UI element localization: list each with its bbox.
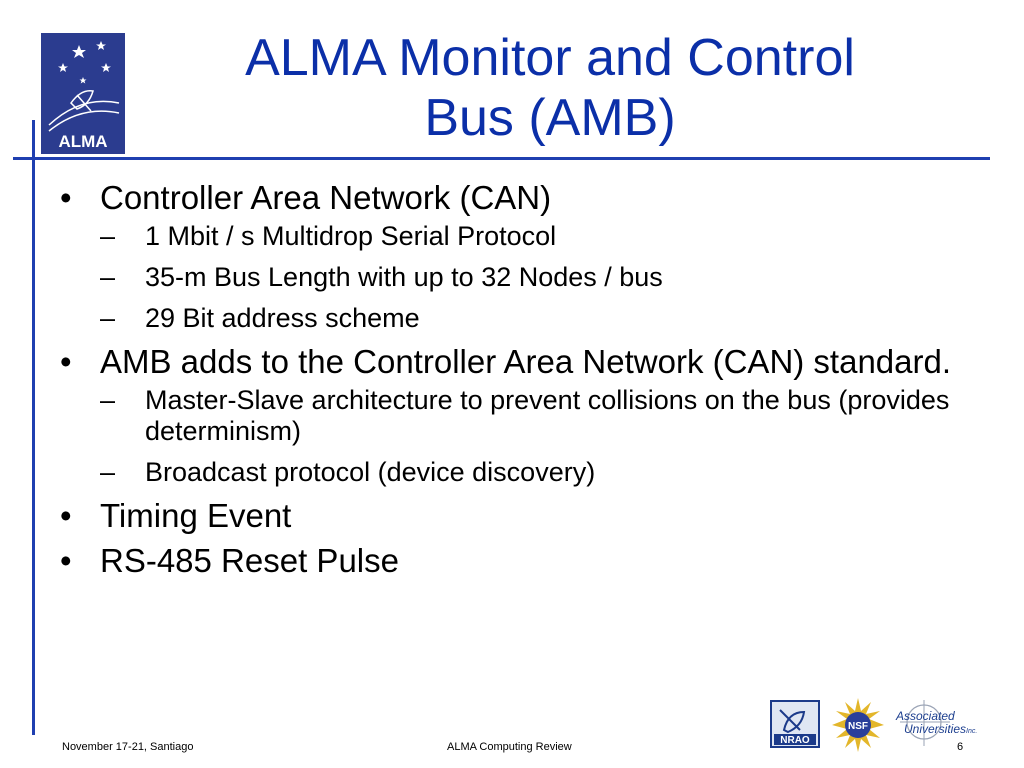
sub-bullet-item: – 1 Mbit / s Multidrop Serial Protocol <box>100 221 980 252</box>
alma-logo-icon: ALMA <box>41 33 125 154</box>
sub-bullet-text: 1 Mbit / s Multidrop Serial Protocol <box>145 221 557 251</box>
footer-title: ALMA Computing Review <box>447 741 572 753</box>
sub-bullet-marker: – <box>100 262 116 292</box>
nsf-logo-text: NSF <box>848 721 868 732</box>
sub-bullet-text: 29 Bit address scheme <box>145 303 420 333</box>
bullet-item-amb: • AMB adds to the Controller Area Networ… <box>60 344 980 488</box>
nrao-logo-text: NRAO <box>780 735 810 746</box>
slide-title-line-2: Bus (AMB) <box>424 89 676 147</box>
bullet-marker: • <box>60 343 72 380</box>
aui-logo-line-2: Universities <box>904 722 966 736</box>
bullet-item-reset: • RS-485 Reset Pulse <box>60 543 980 578</box>
sub-bullet-marker: – <box>100 303 116 333</box>
sub-bullet-text: Broadcast protocol (device discovery) <box>145 457 596 487</box>
sub-bullet-text: 35-m Bus Length with up to 32 Nodes / bu… <box>145 262 663 292</box>
sub-bullet-marker: – <box>100 221 116 251</box>
aui-logo-suffix: Inc. <box>966 728 977 735</box>
nsf-logo-icon: NSF <box>830 697 886 753</box>
sub-bullet-item: – Broadcast protocol (device discovery) <box>100 457 980 488</box>
bullet-item-timing: • Timing Event <box>60 498 980 533</box>
bullet-marker: • <box>60 179 72 216</box>
aui-logo-line-1: Associated <box>895 709 955 723</box>
aui-logo-icon: Associated Universities Inc. <box>894 700 980 746</box>
nrao-logo-icon: NRAO <box>770 700 820 748</box>
page-number: 6 <box>957 741 964 753</box>
bullet-marker: • <box>60 542 72 579</box>
footer-date-location: November 17-21, Santiago <box>62 741 194 753</box>
slide-title: ALMA Monitor and Control Bus (AMB) <box>140 28 960 148</box>
sub-bullet-list: – Master-Slave architecture to prevent c… <box>100 385 980 488</box>
sub-bullet-marker: – <box>100 385 116 415</box>
sub-bullet-item: – 35-m Bus Length with up to 32 Nodes / … <box>100 262 980 293</box>
bullet-text: Controller Area Network (CAN) <box>100 179 552 216</box>
sub-bullet-list: – 1 Mbit / s Multidrop Serial Protocol –… <box>100 221 980 334</box>
vertical-rule <box>32 120 35 735</box>
sub-bullet-marker: – <box>100 457 116 487</box>
bullet-list: • Controller Area Network (CAN) – 1 Mbit… <box>60 180 980 588</box>
sub-bullet-text: Master-Slave architecture to prevent col… <box>145 385 950 446</box>
bullet-marker: • <box>60 497 72 534</box>
horizontal-rule <box>13 157 990 160</box>
bullet-text: AMB adds to the Controller Area Network … <box>100 343 952 380</box>
bullet-item-can: • Controller Area Network (CAN) – 1 Mbit… <box>60 180 980 334</box>
bullet-text: RS-485 Reset Pulse <box>100 542 399 579</box>
slide-title-line-1: ALMA Monitor and Control <box>245 29 855 87</box>
sub-bullet-item: – Master-Slave architecture to prevent c… <box>100 385 980 447</box>
alma-logo-text: ALMA <box>58 132 107 151</box>
bullet-text: Timing Event <box>100 497 292 534</box>
sub-bullet-item: – 29 Bit address scheme <box>100 303 980 334</box>
